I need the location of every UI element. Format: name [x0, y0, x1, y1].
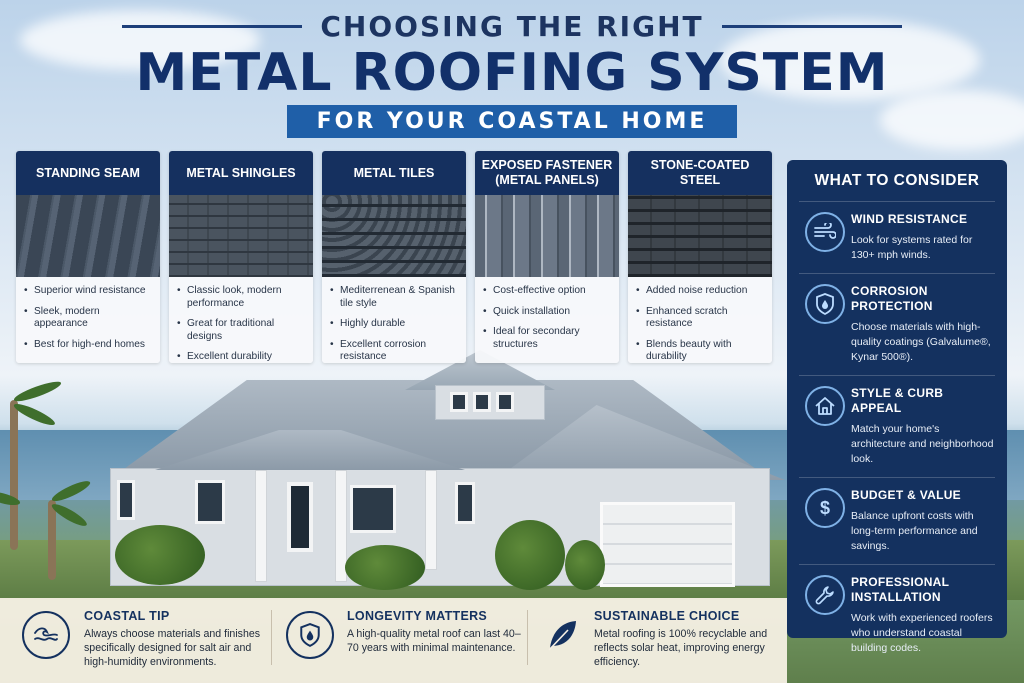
bullet: Mediterrenean & Spanish tile style	[330, 285, 458, 310]
house-illustration	[95, 350, 785, 600]
tip-heading: COASTAL TIP	[84, 609, 170, 623]
consider-item-budget: $ BUDGET & VALUE Balance upfront costs w…	[799, 478, 995, 565]
bullet: Highly durable	[330, 318, 458, 331]
tip-coastal: COASTAL TIP Always choose materials and …	[0, 598, 270, 683]
card-title: EXPOSED FASTENER (METAL PANELS)	[475, 151, 619, 195]
bullet: Great for traditional designs	[177, 318, 305, 343]
bullet: Blends beauty with durability	[636, 339, 764, 364]
card-bullets: Superior wind resistance Sleek, modern a…	[16, 277, 160, 351]
metal-panels-image	[475, 195, 619, 277]
tips-bar: COASTAL TIP Always choose materials and …	[0, 598, 787, 683]
title-rule-left	[122, 25, 303, 28]
tip-longevity: LONGEVITY MATTERS A high-quality metal r…	[272, 598, 527, 683]
stone-coated-steel-image	[628, 195, 772, 277]
card-bullets: Classic look, modern performance Great f…	[169, 277, 313, 363]
bullet: Excellent durability	[177, 351, 305, 363]
tip-heading: SUSTAINABLE CHOICE	[594, 609, 740, 623]
consider-text: Work with experienced roofers who unders…	[851, 612, 993, 654]
bullet: Enhanced scratch resistance	[636, 306, 764, 331]
consider-title: WHAT TO CONSIDER	[799, 160, 995, 202]
bullet: Excellent corrosion resistance	[330, 339, 458, 364]
house-icon	[805, 386, 845, 426]
standing-seam-image	[16, 195, 160, 277]
consider-item-wind: WIND RESISTANCE Look for systems rated f…	[799, 202, 995, 274]
consider-text: Balance upfront costs with long-term per…	[851, 510, 978, 552]
title-rule-right	[721, 25, 902, 28]
dollar-icon: $	[805, 488, 845, 528]
what-to-consider-panel: WHAT TO CONSIDER WIND RESISTANCE Look fo…	[787, 160, 1007, 654]
consider-text: Match your home's architecture and neigh…	[851, 423, 994, 465]
consider-item-style: STYLE & CURB APPEAL Match your home's ar…	[799, 376, 995, 478]
card-metal-tiles: METAL TILES Mediterrenean & Spanish tile…	[322, 151, 466, 363]
consider-heading: WIND RESISTANCE	[851, 212, 968, 226]
tip-heading: LONGEVITY MATTERS	[347, 609, 488, 623]
consider-heading: PROFESSIONAL INSTALLATION	[851, 575, 950, 604]
wind-icon	[805, 212, 845, 252]
card-metal-shingles: METAL SHINGLES Classic look, modern perf…	[169, 151, 313, 363]
leaf-icon	[538, 611, 586, 659]
card-standing-seam: STANDING SEAM Superior wind resistance S…	[16, 151, 160, 363]
tip-text: A high-quality metal roof can last 40–70…	[347, 628, 521, 654]
shield-drop-icon	[286, 611, 334, 659]
consider-heading: BUDGET & VALUE	[851, 488, 961, 502]
card-bullets: Cost-effective option Quick installation…	[475, 277, 619, 351]
metal-tiles-image	[322, 195, 466, 277]
bullet: Classic look, modern performance	[177, 285, 305, 310]
pre-title: CHOOSING THE RIGHT	[320, 10, 704, 43]
card-bullets: Added noise reduction Enhanced scratch r…	[628, 277, 772, 363]
consider-item-corrosion: CORROSION PROTECTION Choose materials wi…	[799, 274, 995, 376]
consider-heading: STYLE & CURB APPEAL	[851, 386, 944, 415]
card-bullets: Mediterrenean & Spanish tile style Highl…	[322, 277, 466, 363]
metal-shingles-image	[169, 195, 313, 277]
card-stone-coated-steel: STONE-COATED STEEL Added noise reduction…	[628, 151, 772, 363]
bullet: Best for high-end homes	[24, 339, 152, 352]
consider-heading: CORROSION PROTECTION	[851, 284, 933, 313]
card-title: STONE-COATED STEEL	[628, 151, 772, 195]
tip-text: Metal roofing is 100% recyclable and ref…	[594, 628, 768, 668]
card-title: METAL TILES	[322, 151, 466, 195]
tip-sustainable: SUSTAINABLE CHOICE Metal roofing is 100%…	[528, 598, 787, 683]
card-exposed-fastener: EXPOSED FASTENER (METAL PANELS) Cost-eff…	[475, 151, 619, 363]
tip-divider	[271, 610, 272, 665]
bullet: Sleek, modern appearance	[24, 306, 152, 331]
consider-text: Choose materials with high-quality coati…	[851, 321, 991, 363]
page-title: METAL ROOFING SYSTEM	[135, 43, 889, 103]
sub-title-banner: FOR YOUR COASTAL HOME	[286, 105, 738, 138]
shield-drop-icon	[805, 284, 845, 324]
bullet: Ideal for secondary structures	[483, 326, 611, 351]
roof-type-cards: STANDING SEAM Superior wind resistance S…	[16, 151, 773, 363]
bullet: Quick installation	[483, 306, 611, 319]
consider-item-installation: PROFESSIONAL INSTALLATION Work with expe…	[799, 565, 995, 666]
card-title: STANDING SEAM	[16, 151, 160, 195]
header: CHOOSING THE RIGHT METAL ROOFING SYSTEM …	[0, 10, 1024, 138]
card-title: METAL SHINGLES	[169, 151, 313, 195]
tip-text: Always choose materials and finishes spe…	[84, 628, 261, 668]
wrench-icon	[805, 575, 845, 615]
wave-icon	[22, 611, 70, 659]
bullet: Superior wind resistance	[24, 285, 152, 298]
bullet: Cost-effective option	[483, 285, 611, 298]
bullet: Added noise reduction	[636, 285, 764, 298]
pre-title-row: CHOOSING THE RIGHT	[0, 10, 1024, 43]
tip-divider	[527, 610, 528, 665]
consider-text: Look for systems rated for 130+ mph wind…	[851, 234, 973, 261]
